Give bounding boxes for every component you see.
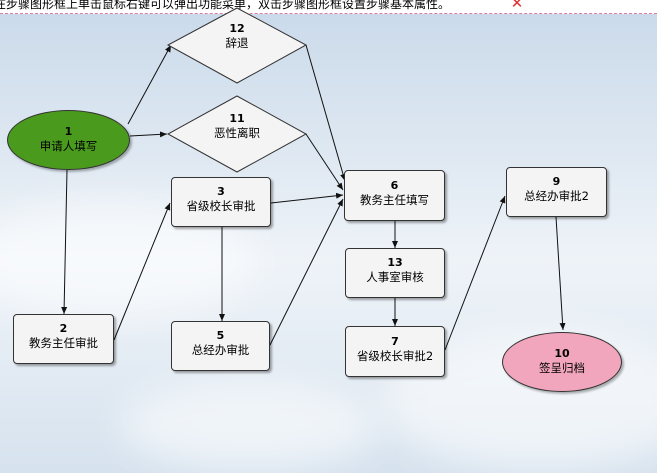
node-label: 签呈归档 [539,361,585,375]
node-label: 教务主任审批 [29,336,98,350]
hint-text: 在步骤图形框上单击鼠标右键可以弹出功能菜单，双击步骤图形框设置步骤基本属性。 [0,0,451,11]
node-label: 恶性离职 [214,126,260,140]
edge-12-6 [305,44,346,182]
node-label: 申请人填写 [39,139,98,153]
flow-node-1[interactable]: 1 申请人填写 [7,110,130,170]
node-label: 教务主任填写 [360,192,429,207]
flow-node-12[interactable]: 12 辞退 [188,22,286,51]
node-label: 省级校长审批 [186,199,256,213]
node-label: 人事室审核 [366,270,424,284]
node-number: 2 [59,322,68,335]
node-label: 总经办审批2 [524,189,589,203]
flow-node-2[interactable]: 2 教务主任审批 [13,314,114,364]
node-label: 省级校长审批2 [356,348,434,363]
node-number: 10 [554,347,570,360]
node-label: 辞退 [225,36,249,50]
node-number: 1 [64,125,73,138]
close-icon[interactable]: ✕ [510,0,524,12]
flow-node-11[interactable]: 11 恶性离职 [188,112,286,141]
decision-diamond-11 [166,95,308,173]
edge-9-10 [555,216,566,331]
flow-node-9[interactable]: 9 总经办审批2 [506,167,607,217]
node-number: 7 [391,334,399,348]
edge-3-6 [270,192,344,204]
edge-7-9 [444,195,506,351]
node-number: 12 [229,22,245,35]
flow-node-6[interactable]: 6 教务主任填写 [344,170,445,221]
edge-2-3 [113,202,171,341]
edge-5-6 [269,198,344,346]
node-number: 9 [552,175,561,188]
edge-11-6 [305,133,344,191]
flow-node-7[interactable]: 7 省级校长审批2 [345,326,445,377]
node-label: 总经办审批 [191,343,250,357]
flow-node-13[interactable]: 13 人事室审核 [345,248,445,298]
node-number: 11 [229,112,245,125]
node-number: 6 [390,178,399,192]
hint-bar: 在步骤图形框上单击鼠标右键可以弹出功能菜单，双击步骤图形框设置步骤基本属性。 ✕ [0,0,657,14]
flow-node-10[interactable]: 10 签呈归档 [502,332,622,392]
edge-1-2 [61,169,68,315]
node-number: 13 [387,256,403,269]
node-number: 3 [217,185,225,198]
flow-node-3[interactable]: 3 省级校长审批 [171,177,271,227]
flow-node-5[interactable]: 5 总经办审批 [171,321,270,371]
node-number: 5 [216,329,225,342]
decision-diamond-12 [166,7,308,84]
edge-1-11 [129,131,168,138]
edge-1-12 [127,44,172,125]
